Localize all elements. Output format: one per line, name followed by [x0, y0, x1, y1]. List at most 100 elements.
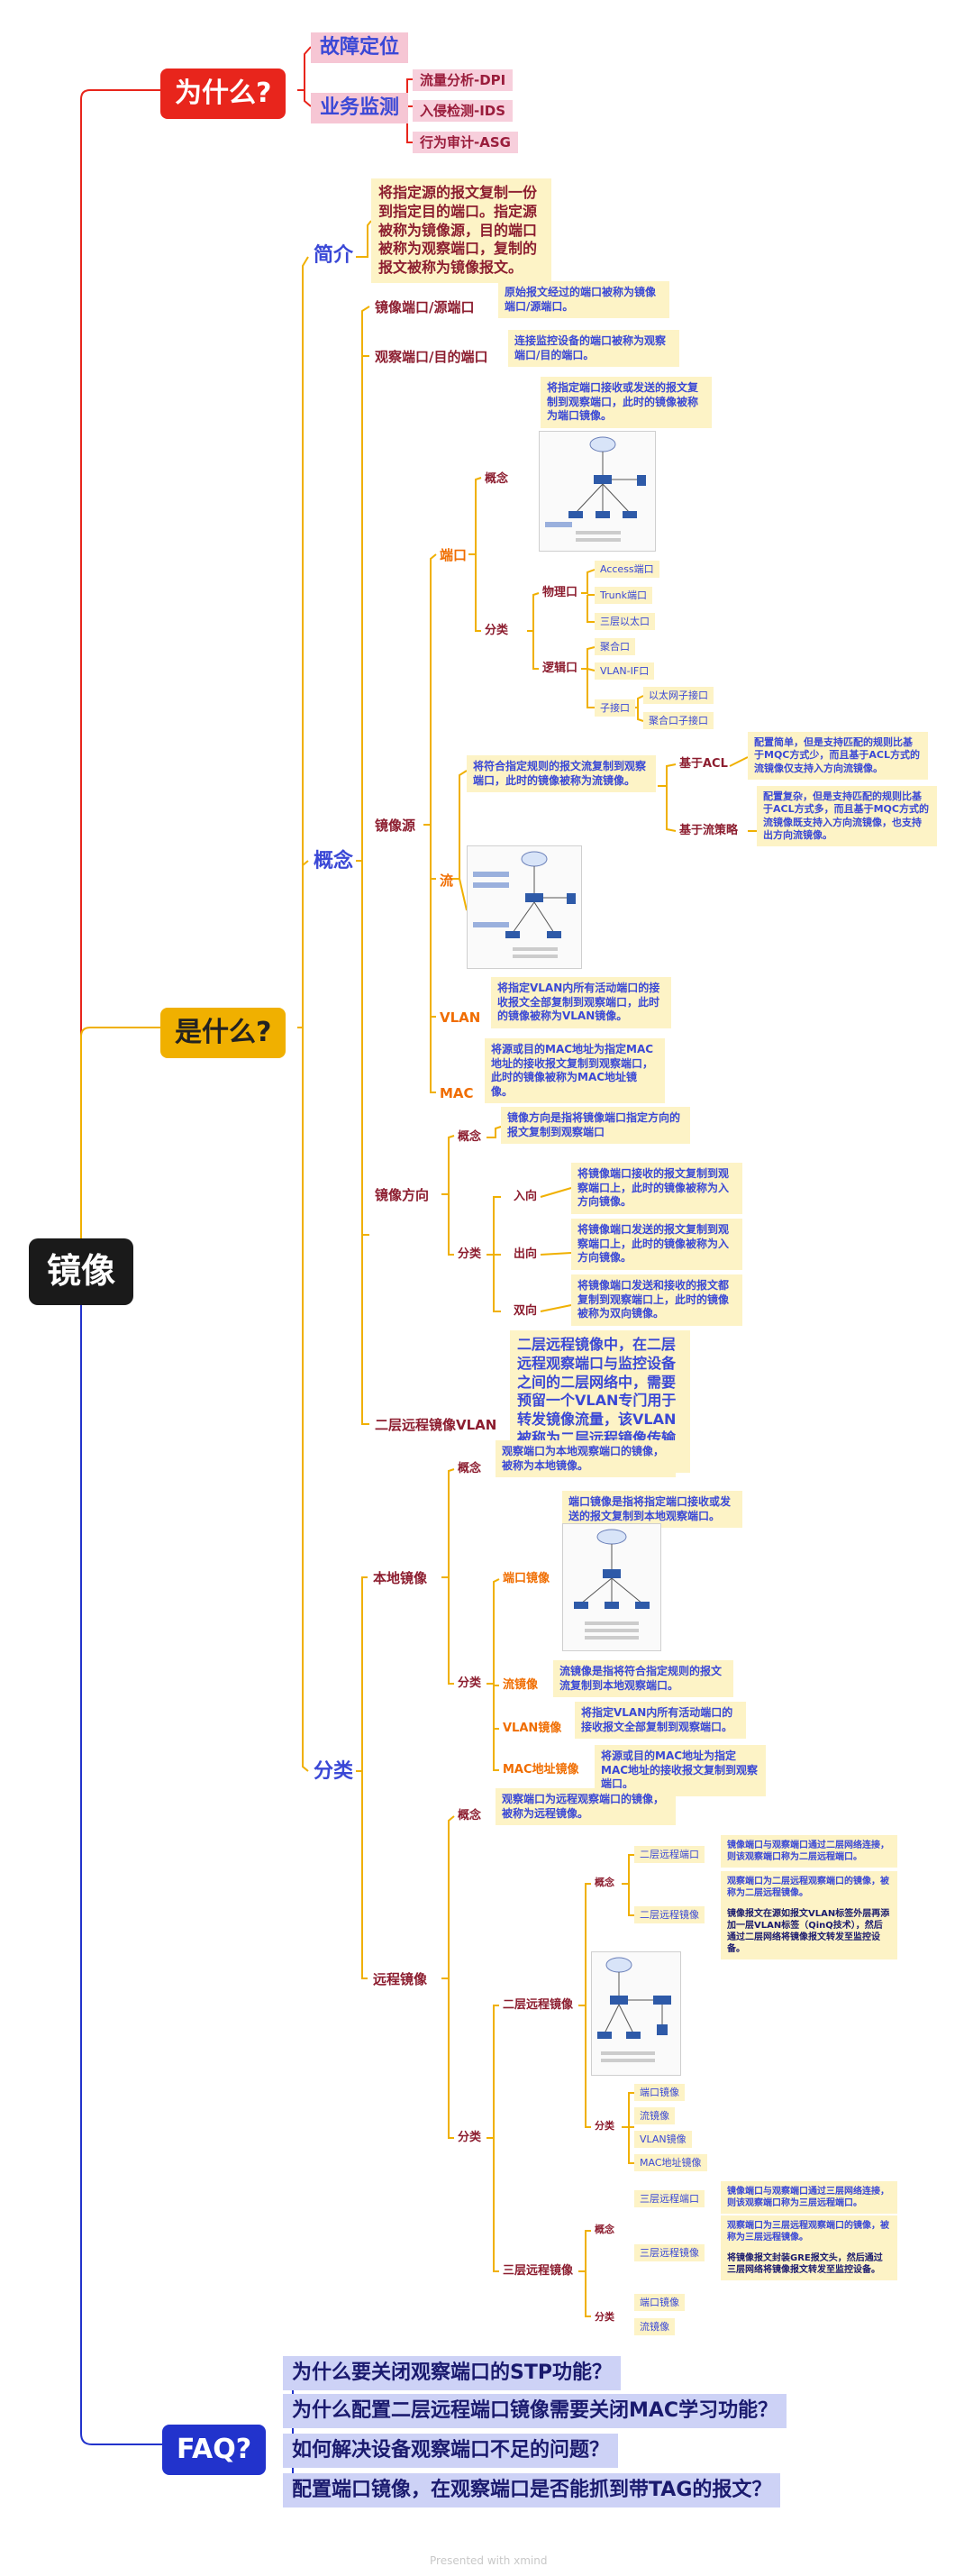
mirror-source-node[interactable]: 镜像源	[375, 818, 416, 834]
access-port-chip[interactable]: Access端口	[595, 561, 659, 579]
remote-mirror-node[interactable]: 远程镜像	[373, 1971, 428, 1987]
l2-vlan-mirror-chip[interactable]: VLAN镜像	[634, 2131, 692, 2149]
l2-remote-vlan-node[interactable]: 二层远程镜像VLAN	[375, 1417, 497, 1433]
l3-eth-port-chip[interactable]: 三层以太口	[595, 613, 655, 631]
local-port-mirror-node[interactable]: 端口镜像	[503, 1572, 550, 1585]
flow-desc: 将符合指定规则的报文流复制到观察端口，此时的镜像被称为流镜像。	[467, 755, 656, 793]
local-concept-desc: 观察端口为本地观察端口的镜像，被称为本地镜像。	[496, 1440, 676, 1478]
l3-remote-mirror-desc2: 将镜像报文封装GRE报文头，然后通过三层网络将镜像报文转发至监控设备。	[721, 2248, 897, 2280]
mac-source-node[interactable]: MAC	[440, 1085, 474, 1101]
logical-port-node[interactable]: 逻辑口	[542, 662, 578, 675]
asg-node[interactable]: 行为审计-ASG	[413, 132, 518, 153]
port-concept-node[interactable]: 概念	[485, 472, 509, 486]
fault-location-node[interactable]: 故障定位	[311, 32, 409, 64]
local-mirror-node[interactable]: 本地镜像	[373, 1570, 428, 1586]
direction-node[interactable]: 镜像方向	[375, 1187, 430, 1203]
direction-concept-desc: 镜像方向是指将镜像端口指定方向的报文复制到观察端口	[501, 1107, 690, 1145]
subinterface-chip[interactable]: 子接口	[595, 699, 635, 717]
business-monitoring-node[interactable]: 业务监测	[311, 93, 409, 124]
local-vlan-mirror-node[interactable]: VLAN镜像	[503, 1722, 562, 1735]
l3-remote-mirror-desc1: 观察端口为三层远程观察端口的镜像，被称为三层远程镜像。	[721, 2215, 897, 2248]
l3-classify-node[interactable]: 分类	[595, 2311, 614, 2323]
observe-port-node[interactable]: 观察端口/目的端口	[375, 349, 488, 365]
local-flow-mirror-node[interactable]: 流镜像	[503, 1678, 539, 1692]
port-concept-desc: 将指定端口接收或发送的报文复制到观察端口，此时的镜像被称为端口镜像。	[541, 377, 712, 428]
local-flow-mirror-desc: 流镜像是指将符合指定规则的报文流复制到本地观察端口。	[553, 1660, 733, 1698]
local-port-mirror-diagram	[562, 1523, 661, 1651]
bidirectional-node[interactable]: 双向	[514, 1304, 538, 1318]
acl-based-desc: 配置简单，但是支持匹配的规则比基于MQC方式少，而且基于ACL方式的流镜像仅支持…	[748, 732, 928, 780]
eth-subif-chip[interactable]: 以太网子接口	[643, 687, 714, 705]
physical-port-node[interactable]: 物理口	[542, 586, 578, 599]
what-node[interactable]: 是什么?	[160, 1008, 286, 1058]
outbound-node[interactable]: 出向	[514, 1247, 538, 1261]
trunk-port-chip[interactable]: Trunk端口	[595, 587, 652, 605]
policy-based-node[interactable]: 基于流策略	[679, 824, 739, 837]
network-topology-icon	[574, 1529, 650, 1640]
faq-item-stp[interactable]: 为什么要关闭观察端口的STP功能？	[283, 2356, 621, 2391]
local-classify-node[interactable]: 分类	[458, 1676, 482, 1690]
local-port-mirror-desc: 端口镜像是指将指定端口接收或发送的报文复制到本地观察端口。	[562, 1491, 742, 1529]
l2-port-mirror-chip[interactable]: 端口镜像	[634, 2084, 685, 2102]
l3-remote-node[interactable]: 三层远程镜像	[503, 2264, 574, 2278]
direction-concept-node[interactable]: 概念	[458, 1130, 482, 1144]
trunk-subif-chip[interactable]: 聚合口子接口	[643, 712, 714, 730]
ids-node[interactable]: 入侵检测-IDS	[413, 100, 514, 122]
mirror-port-node[interactable]: 镜像端口/源端口	[375, 299, 475, 315]
local-mac-mirror-node[interactable]: MAC地址镜像	[503, 1763, 579, 1777]
why-node[interactable]: 为什么?	[160, 69, 286, 119]
root-node[interactable]: 镜像	[29, 1238, 134, 1305]
intro-node[interactable]: 简介	[314, 244, 354, 267]
inbound-node[interactable]: 入向	[514, 1190, 538, 1203]
outbound-desc: 将镜像端口发送的报文复制到观察端口上，此时的镜像被称为入方向镜像。	[571, 1219, 742, 1270]
l3-remote-port-desc: 镜像端口与观察端口通过三层网络连接，则该观察端口称为三层远程端口。	[721, 2181, 897, 2214]
faq-item-port-shortage[interactable]: 如何解决设备观察端口不足的问题？	[283, 2434, 619, 2469]
port-source-node[interactable]: 端口	[440, 547, 468, 563]
mirror-port-desc: 原始报文经过的端口被称为镜像端口/源端口。	[498, 281, 669, 319]
l2-remote-port-chip[interactable]: 二层远程端口	[634, 1846, 705, 1864]
direction-classify-node[interactable]: 分类	[458, 1247, 482, 1261]
remote-concept-node[interactable]: 概念	[458, 1809, 482, 1822]
l3-remote-port-chip[interactable]: 三层远程端口	[634, 2190, 705, 2208]
l2-remote-mirror-desc1: 观察端口为二层远程观察端口的镜像，被称为二层远程镜像。	[721, 1871, 897, 1904]
port-mirror-diagram	[539, 431, 656, 552]
faq-node[interactable]: FAQ?	[162, 2425, 267, 2475]
flow-source-node[interactable]: 流	[440, 872, 454, 889]
dpi-node[interactable]: 流量分析-DPI	[413, 69, 514, 91]
network-topology-icon	[545, 436, 646, 542]
faq-item-tagged-packets[interactable]: 配置端口镜像，在观察端口是否能抓到带TAG的报文？	[283, 2473, 781, 2508]
flow-mirror-diagram	[467, 845, 582, 969]
l3-port-mirror-chip[interactable]: 端口镜像	[634, 2294, 685, 2312]
l3-concept-node[interactable]: 概念	[595, 2224, 614, 2235]
l2-mac-mirror-chip[interactable]: MAC地址镜像	[634, 2154, 707, 2172]
vlanif-chip[interactable]: VLAN-IF口	[595, 662, 655, 681]
l2-classify-node[interactable]: 分类	[595, 2120, 614, 2132]
remote-concept-desc: 观察端口为远程观察端口的镜像，被称为远程镜像。	[496, 1788, 676, 1826]
l2-concept-node[interactable]: 概念	[595, 1877, 614, 1888]
faq-item-mac-learning[interactable]: 为什么配置二层远程端口镜像需要关闭MAC学习功能？	[283, 2394, 787, 2429]
local-concept-node[interactable]: 概念	[458, 1462, 482, 1475]
concept-node[interactable]: 概念	[314, 850, 354, 872]
network-topology-icon	[473, 851, 576, 958]
inbound-desc: 将镜像端口接收的报文复制到观察端口上，此时的镜像被称为入方向镜像。	[571, 1163, 742, 1214]
local-vlan-mirror-desc: 将指定VLAN内所有活动端口的接收报文全部复制到观察端口。	[575, 1702, 746, 1740]
acl-based-node[interactable]: 基于ACL	[679, 757, 728, 771]
vlan-source-node[interactable]: VLAN	[440, 1009, 481, 1026]
l2-flow-mirror-chip[interactable]: 流镜像	[634, 2107, 675, 2125]
remote-classify-node[interactable]: 分类	[458, 2131, 482, 2144]
footer-watermark: Presented with xmind	[430, 2554, 548, 2567]
intro-text: 将指定源的报文复制一份到指定目的端口。指定源被称为镜像源，目的端口被称为观察端口…	[371, 178, 551, 283]
l2-remote-mirror-chip[interactable]: 二层远程镜像	[634, 1906, 705, 1924]
local-mac-mirror-desc: 将源或目的MAC地址为指定MAC地址的接收报文复制到观察端口。	[595, 1745, 766, 1796]
classify-node[interactable]: 分类	[314, 1760, 354, 1783]
l3-flow-mirror-chip[interactable]: 流镜像	[634, 2318, 675, 2336]
port-classify-node[interactable]: 分类	[485, 624, 509, 637]
l2-remote-node[interactable]: 二层远程镜像	[503, 1998, 574, 2012]
l2-remote-mirror-desc2: 镜像报文在源如报文VLAN标签外层再添加一层VLAN标签（QinQ技术），然后通…	[721, 1904, 897, 1959]
network-topology-icon	[597, 1957, 671, 2062]
l3-remote-mirror-chip[interactable]: 三层远程镜像	[634, 2244, 705, 2262]
mac-source-desc: 将源或目的MAC地址为指定MAC地址的接收报文复制到观察端口，此时的镜像被称为M…	[485, 1038, 665, 1104]
eth-trunk-chip[interactable]: 聚合口	[595, 638, 635, 656]
